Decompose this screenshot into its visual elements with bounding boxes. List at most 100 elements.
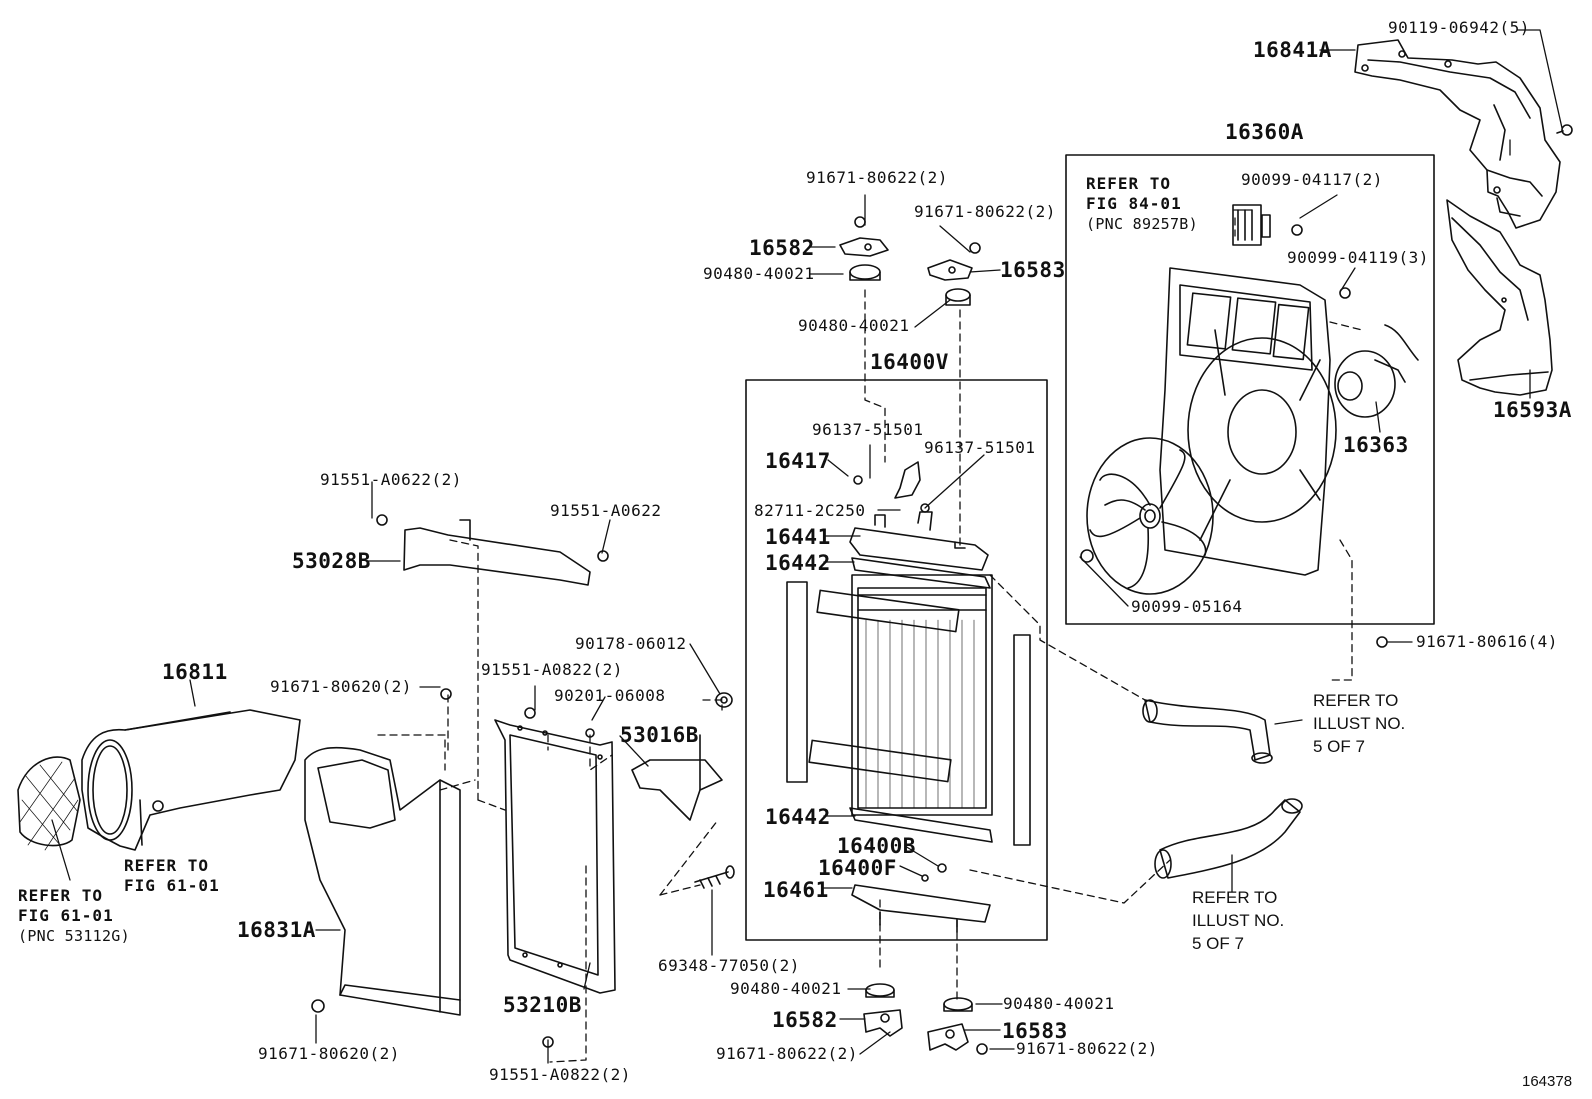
dashed-guides xyxy=(377,217,1363,1063)
cushion-top-a xyxy=(849,264,881,281)
ref-line-2: FIG 84-01 xyxy=(1086,194,1182,213)
ref-line-1: REFER TO xyxy=(18,886,104,905)
label-16461: 16461 xyxy=(763,878,829,902)
connector-89257B xyxy=(1232,204,1271,246)
label-16442-top: 16442 xyxy=(765,551,831,575)
cushion-bottom-b xyxy=(943,997,973,1012)
label-16583-top: 16583 xyxy=(1000,258,1066,282)
label-91551-A0622: 91551-A0622 xyxy=(550,501,662,520)
label-91551-A0822-top: 91551-A0822(2) xyxy=(481,660,623,679)
label-91551-A0622-2: 91551-A0622(2) xyxy=(320,470,462,489)
ref-line-2: ILLUST NO. xyxy=(1313,714,1406,733)
bolt-90099-05164 xyxy=(1080,549,1094,563)
bracket-53028B xyxy=(376,514,609,586)
gasket-16442-bot xyxy=(849,807,993,843)
leader-lines xyxy=(51,29,1563,1064)
label-96137-51501-b: 96137-51501 xyxy=(924,438,1036,457)
ref-fig-61-01-b: REFER TO FIG 61-01 (PNC 53112G) xyxy=(18,886,130,946)
hose-upper xyxy=(1142,699,1273,764)
ref-fig-61-01-a: REFER TO FIG 61-01 xyxy=(124,856,220,896)
bolt-90099-04117 xyxy=(1291,224,1303,236)
lower-tank-16461 xyxy=(851,884,991,933)
fan-motor xyxy=(1334,324,1419,418)
air-duct-16811 xyxy=(81,709,301,851)
label-16363: 16363 xyxy=(1343,433,1409,457)
bolt-90119 xyxy=(1556,124,1573,136)
label-91671-80620-bot: 91671-80620(2) xyxy=(258,1044,400,1063)
o-ring-16400F xyxy=(921,874,929,882)
label-16831A: 16831A xyxy=(237,918,316,942)
label-16441: 16441 xyxy=(765,525,831,549)
label-90480-40021-a: 90480-40021 xyxy=(703,264,815,283)
ref-line-1: REFER TO xyxy=(124,856,210,875)
label-90119-06942: 90119-06942(5) xyxy=(1388,18,1530,37)
grille-insert xyxy=(17,756,81,851)
ref-line-2: ILLUST NO. xyxy=(1192,911,1285,930)
ref-line-3: (PNC 89257B) xyxy=(1086,215,1198,233)
bracket-16582-top xyxy=(839,216,889,257)
drain-pipe xyxy=(894,461,921,499)
label-90201-06008: 90201-06008 xyxy=(554,686,666,705)
label-82711-2C250: 82711-2C250 xyxy=(754,501,866,520)
label-16417: 16417 xyxy=(765,449,831,473)
plug-96137 xyxy=(920,503,930,513)
bolt-90099-04119 xyxy=(1339,287,1351,299)
ref-illust-lower: REFER TO ILLUST NO. 5 OF 7 xyxy=(1192,886,1284,955)
deflector-16593A xyxy=(1446,199,1553,396)
label-90099-04117: 90099-04117(2) xyxy=(1241,170,1383,189)
bracket-53016B xyxy=(631,734,723,821)
label-16583-bot: 16583 xyxy=(1002,1019,1068,1043)
fan xyxy=(1086,437,1214,595)
label-16400B: 16400B xyxy=(837,834,916,858)
nut-90178 xyxy=(715,692,733,708)
label-90480-40021-c: 90480-40021 xyxy=(730,979,842,998)
label-96137-51501-a: 96137-51501 xyxy=(812,420,924,439)
label-91671-80620-top: 91671-80620(2) xyxy=(270,677,412,696)
bolt-91551-A0822-bot xyxy=(542,1036,554,1048)
fan-shroud-assy-box xyxy=(1065,154,1435,625)
ref-line-2: FIG 61-01 xyxy=(18,906,114,925)
label-91551-A0822-bot: 91551-A0822(2) xyxy=(489,1065,631,1084)
ref-illust-upper: REFER TO ILLUST NO. 5 OF 7 xyxy=(1313,689,1405,758)
label-16400V: 16400V xyxy=(870,350,949,374)
label-16582-bot: 16582 xyxy=(772,1008,838,1032)
label-91671-80622-a: 91671-80622(2) xyxy=(806,168,948,187)
label-16360A: 16360A xyxy=(1225,120,1304,144)
ref-line-3: 5 OF 7 xyxy=(1192,934,1244,953)
label-90178-06012: 90178-06012 xyxy=(575,634,687,653)
label-91671-80622-d: 91671-80622(2) xyxy=(1016,1039,1158,1058)
pin-69348 xyxy=(694,865,735,889)
bolt-91671-80620-top xyxy=(440,688,452,700)
label-91671-80622-c: 91671-80622(2) xyxy=(716,1044,858,1063)
label-16593A: 16593A xyxy=(1493,398,1572,422)
label-90099-04119: 90099-04119(3) xyxy=(1287,248,1429,267)
label-16811: 16811 xyxy=(162,660,228,684)
gasket-16442-top xyxy=(851,557,991,589)
fan-shroud xyxy=(1159,267,1337,576)
label-53016B: 53016B xyxy=(620,723,699,747)
bolt-fig61 xyxy=(152,800,164,812)
ref-line-1: REFER TO xyxy=(1313,691,1399,710)
ref-fig-84-01: REFER TO FIG 84-01 (PNC 89257B) xyxy=(1086,174,1198,234)
ref-line-1: REFER TO xyxy=(1086,174,1172,193)
label-90480-40021-d: 90480-40021 xyxy=(1003,994,1115,1013)
bracket-16583-bot xyxy=(927,1023,988,1055)
label-53028B: 53028B xyxy=(292,549,371,573)
hose-lower xyxy=(1154,798,1303,879)
label-69348-77050: 69348-77050(2) xyxy=(658,956,800,975)
bracket-16582-bot xyxy=(863,1009,903,1037)
label-90099-05164: 90099-05164 xyxy=(1131,597,1243,616)
label-16400F: 16400F xyxy=(818,856,897,880)
clip-90201 xyxy=(585,728,595,738)
radiator-core xyxy=(786,574,1031,846)
label-16582-top: 16582 xyxy=(749,236,815,260)
bracket-16583-top xyxy=(927,242,981,281)
label-53210B: 53210B xyxy=(503,993,582,1017)
label-90480-40021-b: 90480-40021 xyxy=(798,316,910,335)
radiator-assy-box xyxy=(745,379,1048,941)
bolt-91671-80616 xyxy=(1376,636,1388,648)
label-16841A: 16841A xyxy=(1253,38,1332,62)
cushion-top-b xyxy=(945,288,971,306)
